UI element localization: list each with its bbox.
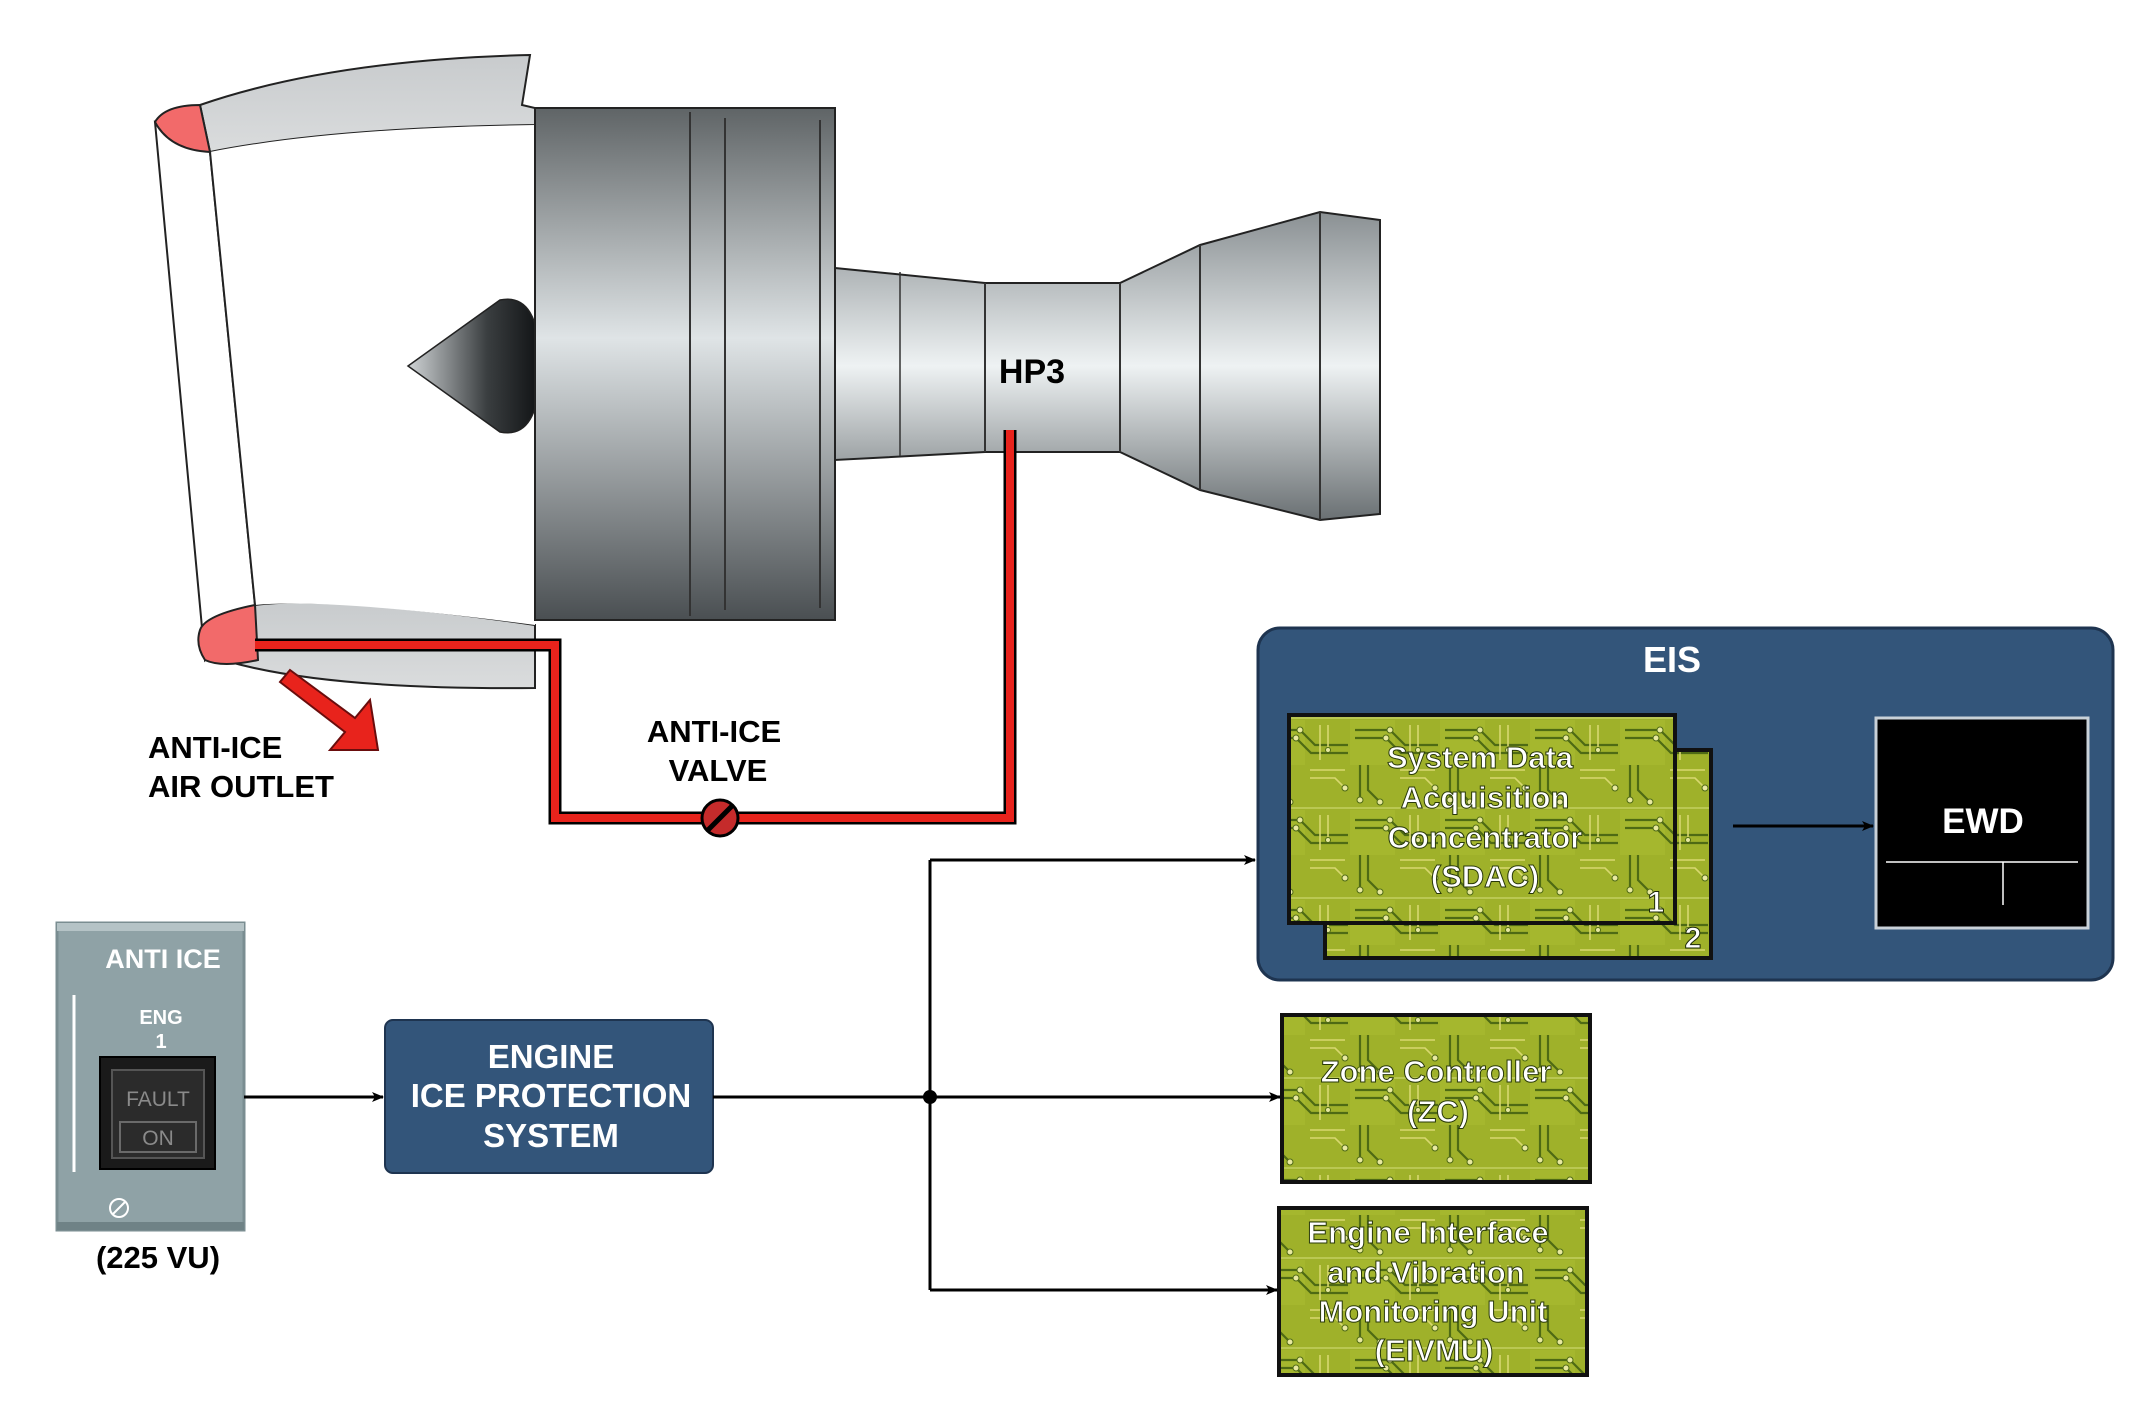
eips-label-line1: ENGINE xyxy=(488,1038,615,1075)
panel-eng-label: ENG xyxy=(139,1007,182,1029)
ewd-label: EWD xyxy=(1942,802,2024,841)
sdac-label-line1: System Data xyxy=(1387,740,1574,775)
eis-title: EIS xyxy=(1643,639,1701,680)
eips-label-line3: SYSTEM xyxy=(483,1117,619,1154)
fault-legend: FAULT xyxy=(126,1088,190,1111)
panel-screw-icon xyxy=(109,1198,129,1218)
hp3-label: HP3 xyxy=(999,353,1065,391)
panel-title: ANTI ICE xyxy=(105,944,221,974)
eivmu-label-line3: Monitoring Unit xyxy=(1319,1294,1548,1329)
eivmu-label-line2: and Vibration xyxy=(1327,1255,1525,1290)
eivmu-label-line4: (EIVMU) xyxy=(1375,1333,1494,1368)
lower-lip-heated xyxy=(197,603,260,665)
fan-case xyxy=(534,107,836,621)
anti-ice-valve-label-line2: VALVE xyxy=(669,753,768,788)
anti-ice-outlet-label-line1: ANTI-ICE xyxy=(148,730,282,765)
panel-location-label: (225 VU) xyxy=(96,1240,220,1275)
upper-lip-heated xyxy=(153,103,212,154)
engine-core xyxy=(834,210,1381,522)
zone-controller-card: Zone Controller (ZC) xyxy=(1280,1013,1592,1184)
zc-label-line2: (ZC) xyxy=(1407,1094,1469,1129)
sdac-1-card: System Data Acquisition Concentrator (SD… xyxy=(1287,713,1677,925)
sdac-2-number: 2 xyxy=(1685,922,1702,955)
sdac-label-line4: (SDAC) xyxy=(1431,859,1540,894)
eis-box: EIS 2 System Data Acquisition Concentrat… xyxy=(1256,626,2115,982)
sdac-1-number: 1 xyxy=(1648,886,1665,919)
ewd-display: EWD xyxy=(1874,716,2090,930)
on-legend: ON xyxy=(142,1127,174,1150)
eips-label-line2: ICE PROTECTION xyxy=(411,1077,692,1114)
anti-ice-valve-label-line1: ANTI-ICE xyxy=(647,714,781,749)
anti-ice-panel: ANTI ICE ENG 1 FAULT ON xyxy=(55,921,246,1232)
anti-ice-valve-symbol xyxy=(700,798,740,838)
eng1-anti-ice-pushbutton[interactable]: FAULT ON xyxy=(99,1056,216,1170)
eivmu-card: Engine Interface and Vibration Monitorin… xyxy=(1277,1206,1589,1377)
sdac-label-line3: Concentrator xyxy=(1388,820,1583,855)
eivmu-label-line1: Engine Interface xyxy=(1307,1215,1548,1250)
eips-output-bus xyxy=(713,855,1281,1295)
air-outlet-arrow xyxy=(278,668,380,751)
sdac-label-line2: Acquisition xyxy=(1401,780,1570,815)
zc-label-line1: Zone Controller xyxy=(1321,1054,1552,1089)
engine-ice-protection-system-box: ENGINE ICE PROTECTION SYSTEM xyxy=(384,1019,714,1174)
panel-eng-number: 1 xyxy=(155,1031,166,1053)
anti-ice-outlet-label-line2: AIR OUTLET xyxy=(148,769,334,804)
engine-illustration: HP3 xyxy=(153,53,1381,690)
anti-ice-duct xyxy=(255,430,1017,838)
